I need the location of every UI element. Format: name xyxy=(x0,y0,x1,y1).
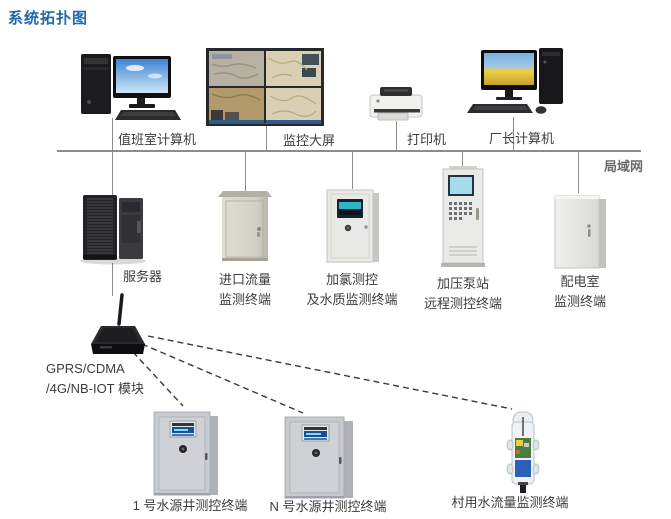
wireless-link-well-n xyxy=(141,343,304,414)
label-line: 加氯测控 xyxy=(325,272,378,287)
label-chlorine-terminal: 加氯测控 及水质监测终端 xyxy=(282,270,422,310)
connector-power-room-terminal xyxy=(578,151,579,193)
label-line: /4G/NB-IOT 模块 xyxy=(46,381,144,396)
connector-inlet-flow-terminal xyxy=(245,151,246,191)
label-line: 配电室 xyxy=(560,274,600,289)
connector-big-screen xyxy=(266,124,267,151)
label-big-screen: 监控大屏 xyxy=(283,133,336,148)
label-director-computer: 厂长计算机 xyxy=(489,131,555,146)
label-line: GPRS/CDMA xyxy=(46,361,125,376)
connector-server-wireless-module xyxy=(112,263,113,296)
connector-duty-computer-server xyxy=(112,118,113,195)
lan-bus-line xyxy=(57,150,641,152)
chlorine-cabinet-icon xyxy=(326,189,379,263)
label-power-room-terminal: 配电室 监测终端 xyxy=(524,272,636,312)
well-n-cabinet-icon xyxy=(284,416,353,499)
label-wireless-module: GPRS/CDMA /4G/NB-IOT 模块 xyxy=(46,359,144,399)
wireless-link-village-flow xyxy=(147,335,513,410)
label-line: 进口流量 xyxy=(218,272,271,287)
video-wall-icon xyxy=(206,48,324,126)
director-computer-icon xyxy=(467,48,563,114)
connector-chlorine-terminal xyxy=(352,151,353,189)
label-line: 及水质监测终端 xyxy=(306,292,398,307)
label-well-n-terminal: N 号水源井测控终端 xyxy=(269,499,387,514)
lan-label: 局域网 xyxy=(604,159,644,174)
label-well-1-terminal: 1 号水源井测控终端 xyxy=(132,498,248,513)
label-village-flow-terminal: 村用水流量监测终端 xyxy=(451,495,569,510)
wireless-router-icon xyxy=(91,293,145,354)
inlet-flow-cabinet-icon xyxy=(218,191,272,261)
village-flow-meter-icon xyxy=(506,411,540,493)
connector-director-computer xyxy=(513,117,514,151)
label-line: 加压泵站 xyxy=(436,276,489,291)
pump-station-cabinet-icon xyxy=(441,166,485,267)
label-server: 服务器 xyxy=(123,269,163,284)
power-room-cabinet-icon xyxy=(554,195,606,269)
label-line: 远程测控终端 xyxy=(423,296,502,311)
well-1-cabinet-icon xyxy=(153,411,218,496)
connector-pump-station-terminal xyxy=(462,151,463,169)
label-inlet-flow-terminal: 进口流量 监测终端 xyxy=(193,270,297,310)
label-duty-room-computer: 值班室计算机 xyxy=(118,132,197,147)
page-title: 系统拓扑图 xyxy=(8,10,89,27)
desktop-computer-icon xyxy=(81,54,181,120)
printer-icon xyxy=(369,87,423,121)
label-line: 监测终端 xyxy=(218,292,271,307)
label-printer: 打印机 xyxy=(407,132,447,147)
connector-printer xyxy=(396,121,397,151)
server-icon xyxy=(80,195,146,265)
label-pump-station-terminal: 加压泵站 远程测控终端 xyxy=(399,274,527,314)
label-line: 监测终端 xyxy=(553,294,606,309)
